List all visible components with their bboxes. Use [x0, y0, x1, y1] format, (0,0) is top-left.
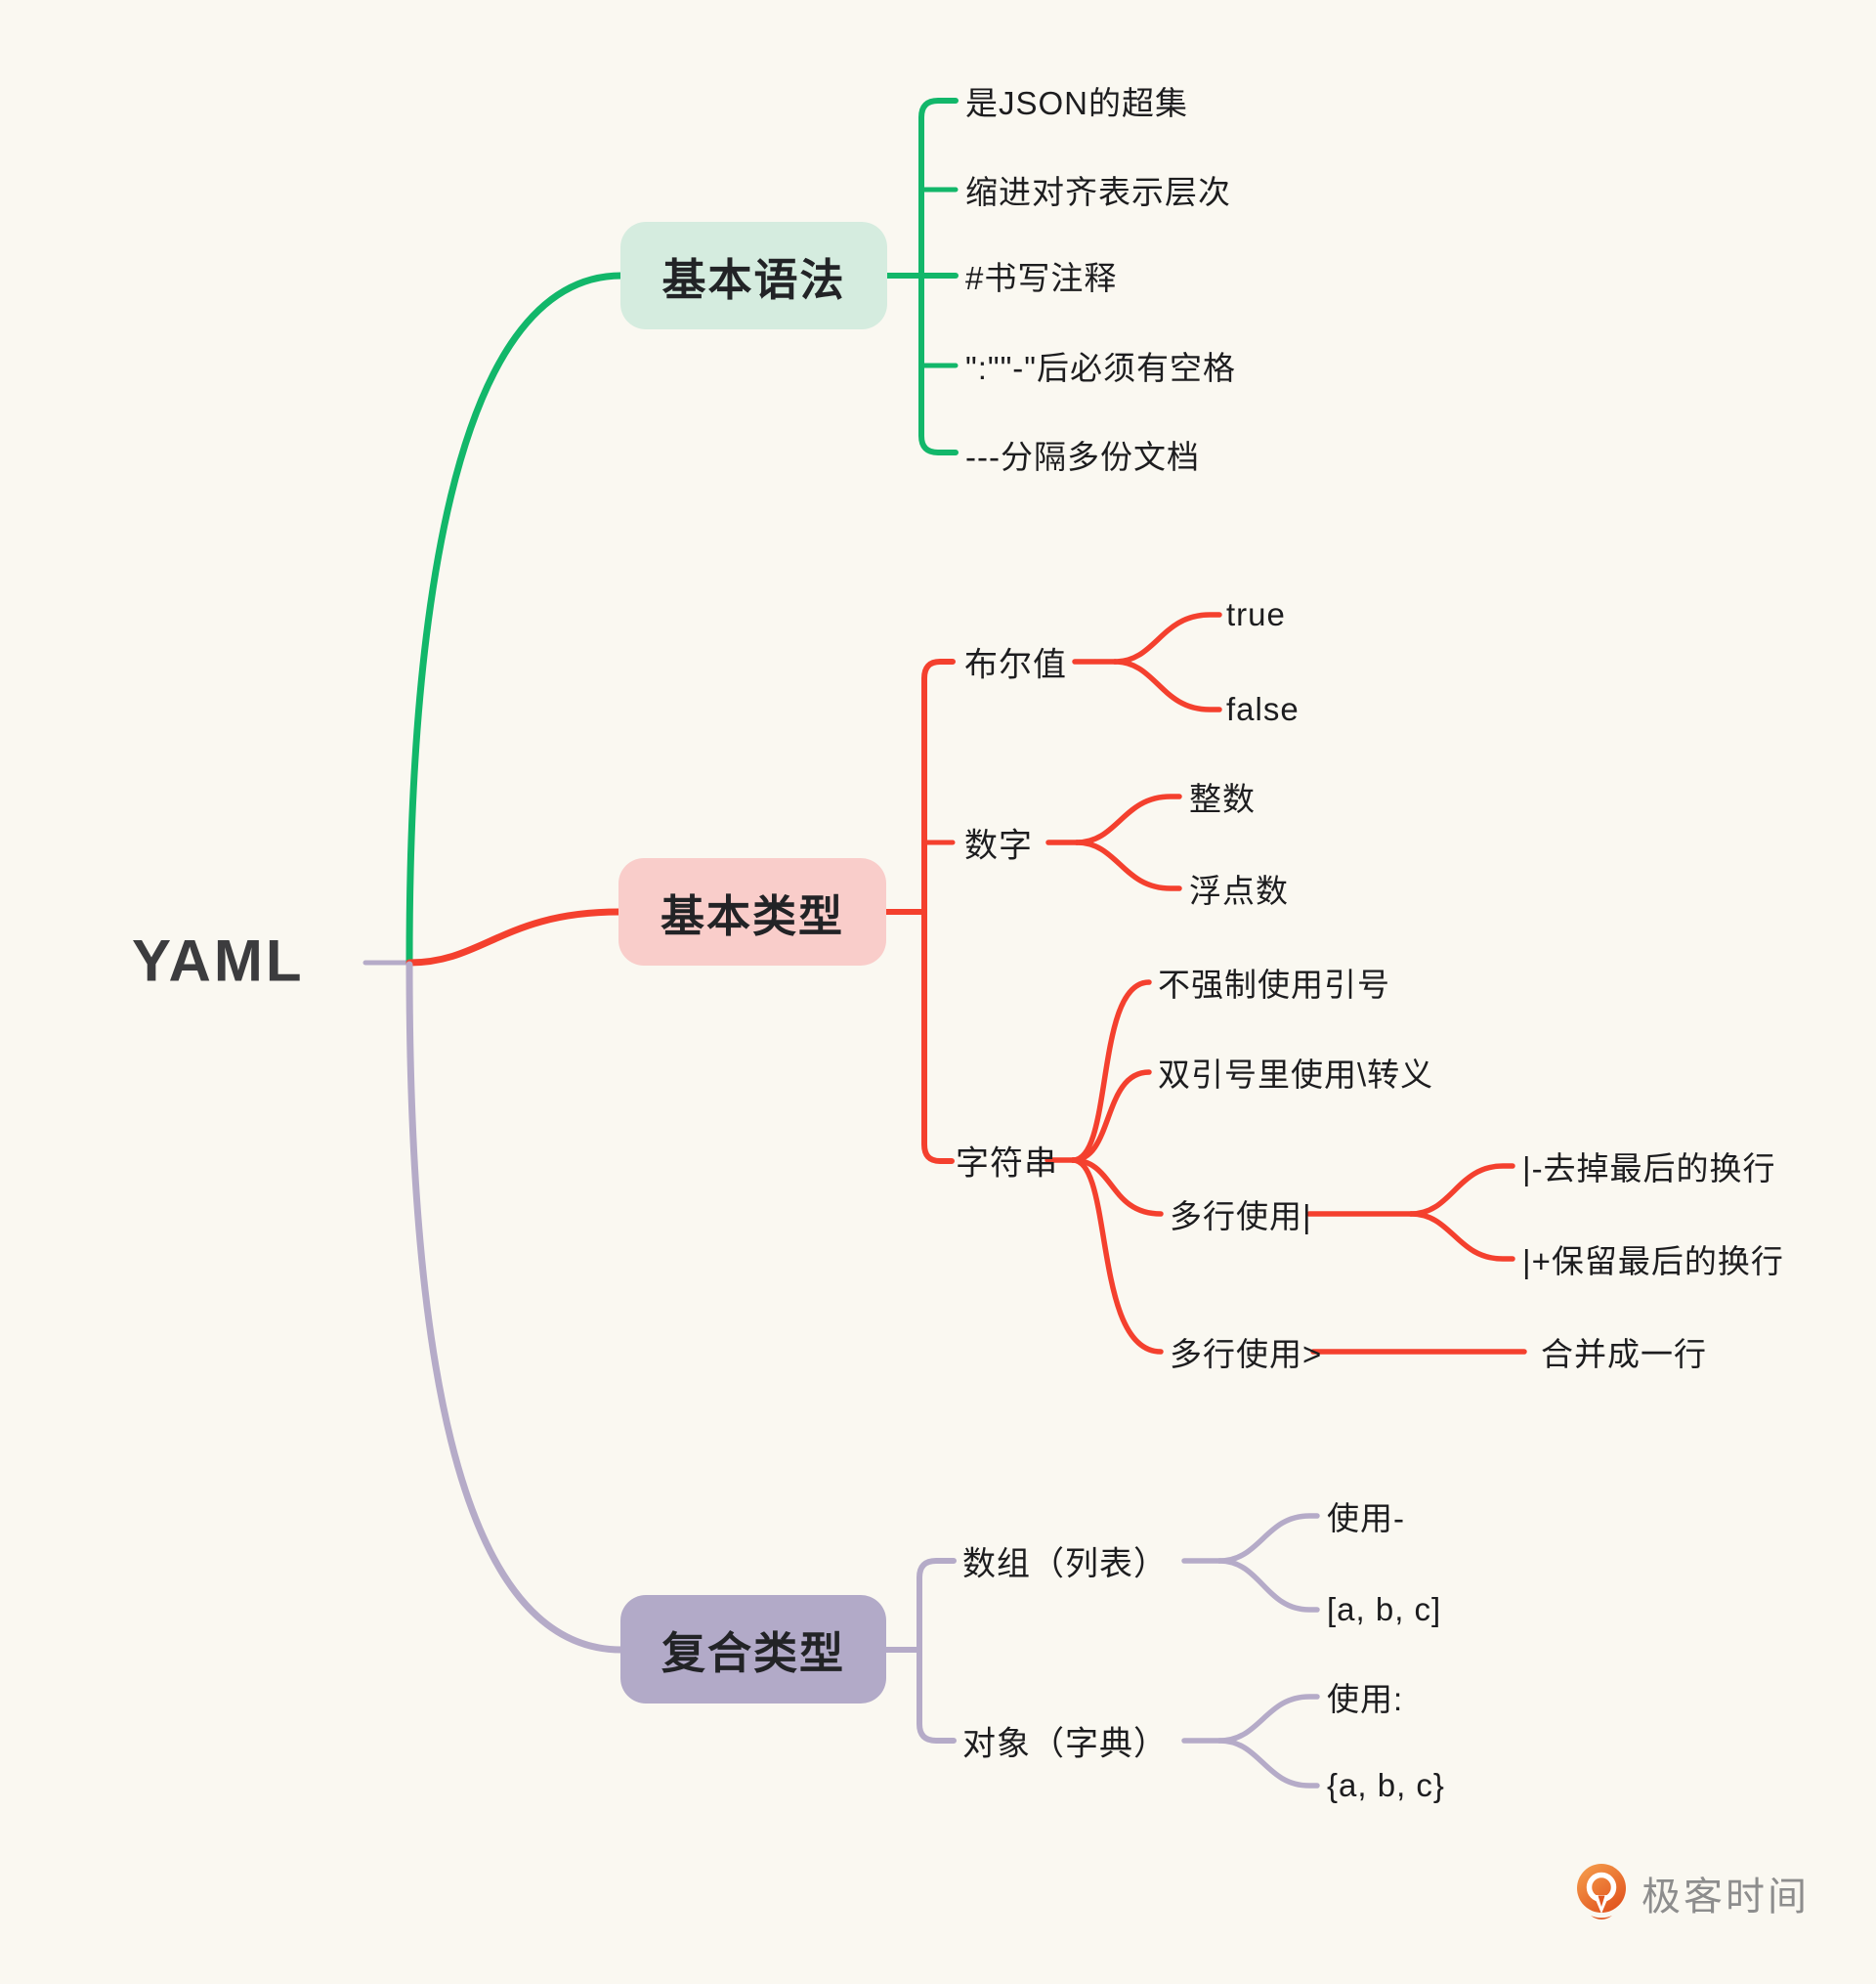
node-object-dict: 对象（字典）: [962, 1725, 1168, 1763]
leaf-brace-map: {a, b, c}: [1327, 1767, 1445, 1803]
leaf-integer: 整数: [1189, 781, 1256, 817]
geektime-logo-text: 极客时间: [1642, 1876, 1810, 1919]
geektime-logo-icon: [1577, 1864, 1626, 1919]
root-node-yaml: YAML: [132, 927, 305, 994]
branch-node-basic-types-label: 基本类型: [660, 890, 844, 941]
node-number: 数字: [964, 827, 1033, 865]
leaf-json-superset: 是JSON的超集: [965, 85, 1189, 121]
leaf-bracket-list: [a, b, c]: [1327, 1591, 1442, 1627]
branch-node-basic-syntax: 基本语法: [620, 222, 887, 329]
leaf-use-colon: 使用:: [1327, 1681, 1404, 1717]
leaf-indent-hierarchy: 缩进对齐表示层次: [965, 174, 1231, 210]
leaf-true: true: [1226, 596, 1286, 632]
leaf-space-after-colon-dash: ":""-"后必须有空格: [965, 350, 1237, 386]
leaf-quotes-optional: 不强制使用引号: [1158, 967, 1390, 1003]
node-array-list: 数组（列表）: [962, 1545, 1168, 1583]
leaf-double-quote-escape: 双引号里使用\转义: [1158, 1057, 1434, 1093]
node-multiline-gt: 多行使用>: [1170, 1336, 1323, 1372]
leaf-use-dash: 使用-: [1327, 1500, 1405, 1536]
branch-node-basic-types: 基本类型: [618, 858, 886, 966]
leaf-fold-one-line: 合并成一行: [1541, 1336, 1707, 1372]
leaf-pipe-minus: |-去掉最后的换行: [1522, 1150, 1776, 1186]
leaf-pipe-plus: |+保留最后的换行: [1522, 1243, 1784, 1279]
leaf-triple-dash-docs: ---分隔多份文档: [965, 439, 1200, 475]
leaf-hash-comments: #书写注释: [965, 260, 1118, 296]
node-multiline-pipe: 多行使用|: [1170, 1198, 1312, 1234]
node-string: 字符串: [956, 1144, 1058, 1183]
branch-node-composite-types: 复合类型: [620, 1595, 886, 1704]
leaf-false: false: [1226, 691, 1300, 727]
branch-node-composite-types-label: 复合类型: [661, 1628, 845, 1678]
node-boolean: 布尔值: [964, 646, 1067, 684]
leaf-float: 浮点数: [1189, 873, 1289, 909]
branch-node-basic-syntax-label: 基本语法: [661, 254, 846, 305]
geektime-watermark: 极客时间: [1575, 1863, 1810, 1923]
